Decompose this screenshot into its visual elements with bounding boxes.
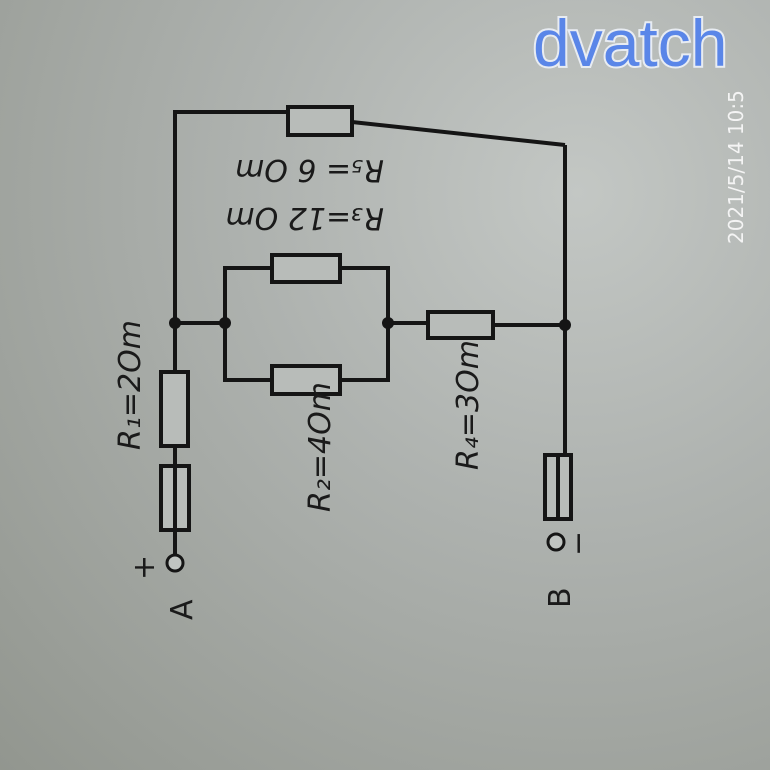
resistor-r2 — [270, 364, 342, 396]
watermark-brand: dvatch — [533, 6, 727, 80]
terminal-a — [165, 553, 185, 573]
resistor-r1 — [159, 370, 190, 448]
nodes — [169, 317, 571, 331]
terminal-b — [546, 532, 566, 552]
terminal-b-label: B — [543, 587, 578, 608]
resistor-r3 — [270, 253, 342, 284]
label-r1: R₁=2Om — [113, 320, 148, 450]
resistor-r4 — [426, 310, 495, 340]
label-r5: R₅= 6 Om — [235, 152, 384, 187]
terminal-b-polarity: − — [561, 531, 596, 556]
label-r3: R₃=12 Om — [225, 200, 384, 235]
terminal-a-label: A — [165, 599, 200, 620]
label-r2: R₂=4Om — [303, 382, 338, 512]
label-r4: R₄=3Om — [451, 340, 486, 470]
terminal-a-polarity: + — [127, 555, 162, 580]
resistor-r5 — [286, 105, 354, 137]
watermark-timestamp: 2021/5/14 10:5 — [724, 90, 748, 244]
